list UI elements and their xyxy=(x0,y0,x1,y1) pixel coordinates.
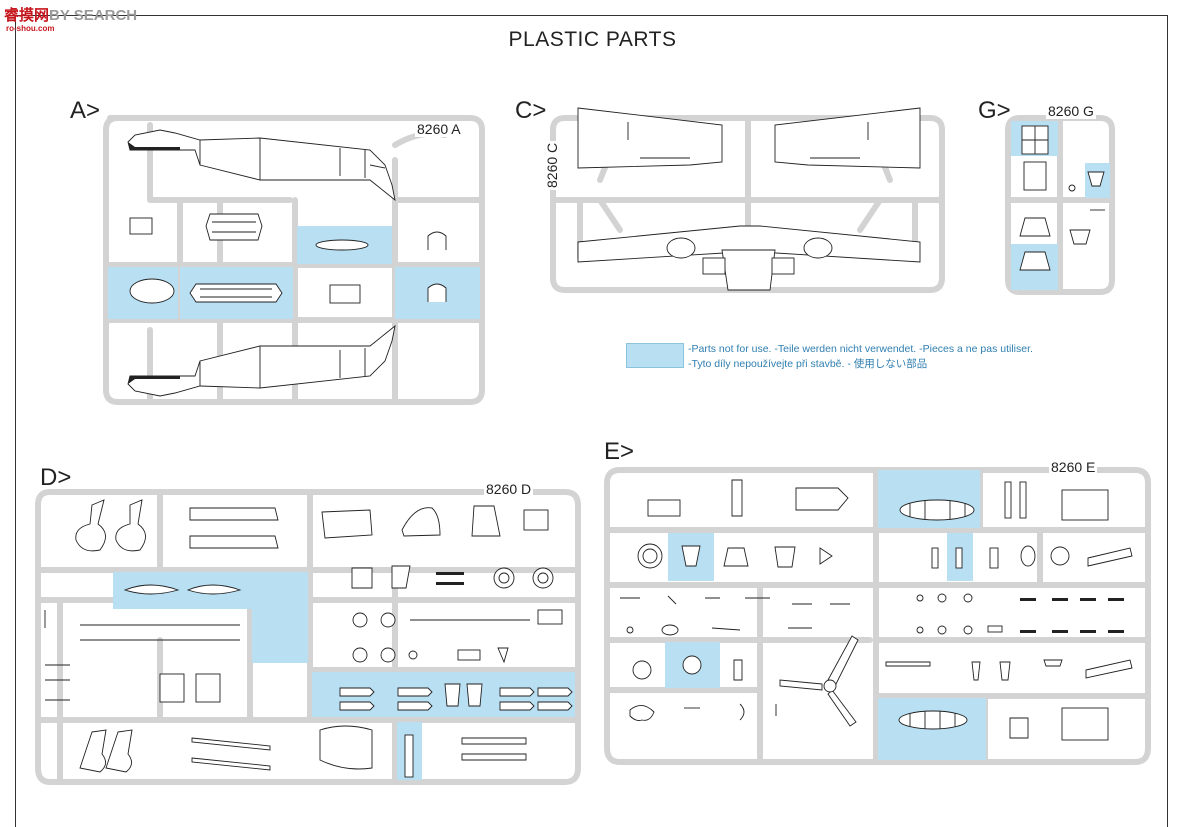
page-title: PLASTIC PARTS xyxy=(508,28,677,51)
section-g-label: G> xyxy=(978,97,1011,124)
section-e-label: E> xyxy=(604,438,635,465)
sprue-a-code: 8260 A xyxy=(415,121,463,137)
sprue-c-code: 8260 C xyxy=(544,140,560,190)
sprue-d-code: 8260 D xyxy=(484,481,534,497)
sprue-c xyxy=(550,107,945,293)
section-a-label: A> xyxy=(70,97,101,124)
legend-line-1: -Parts not for use. -Teile werden nicht … xyxy=(688,343,1033,355)
section-d-label: D> xyxy=(40,464,72,491)
watermark-logo: 睿摸网BY SEARCH xyxy=(4,7,138,24)
watermark-url: ro-shou.com xyxy=(6,24,55,33)
unused-parts-swatch xyxy=(626,343,684,368)
sprue-a xyxy=(103,115,485,405)
section-c-label: C> xyxy=(515,97,547,124)
sprue-e-code: 8260 E xyxy=(1049,459,1098,475)
sprue-g-code: 8260 G xyxy=(1046,103,1096,119)
sprue-g xyxy=(1005,115,1115,295)
sprue-e xyxy=(604,467,1151,765)
sprue-d xyxy=(35,489,581,785)
legend-line-2: -Tyto díly nepoužívejte při stavbě. - 使用… xyxy=(688,358,928,370)
page-frame xyxy=(15,15,1168,827)
